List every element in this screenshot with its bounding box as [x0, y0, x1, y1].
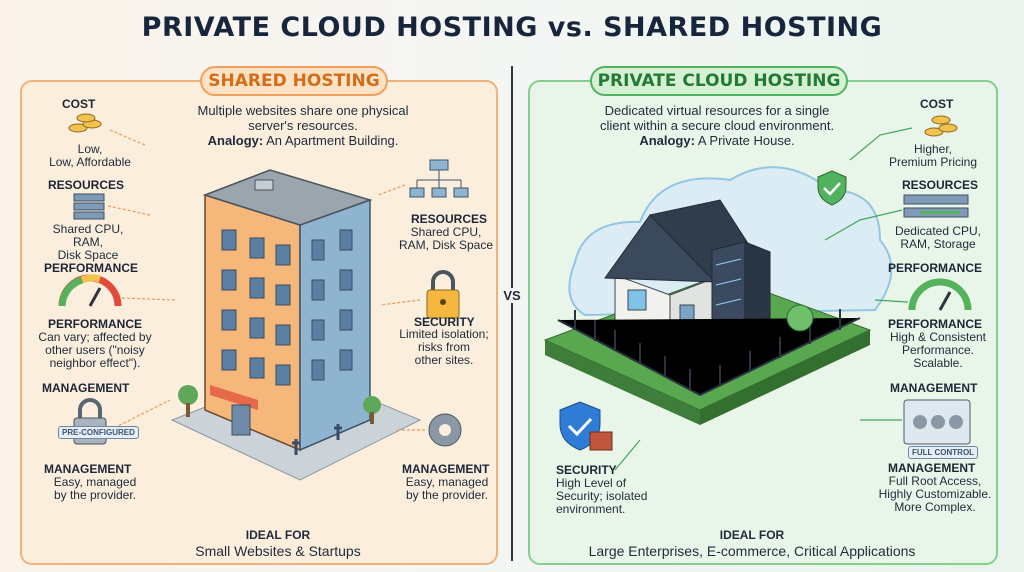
center-divider [511, 66, 513, 561]
gauge-icon [908, 278, 972, 311]
shared-management-right-label: MANAGEMENT [402, 462, 490, 476]
padlock-icon [426, 270, 460, 319]
private-intro-line1: Dedicated virtual resources for a single [604, 103, 830, 118]
shared-ideal-label: IDEAL FOR [245, 528, 311, 542]
shared-management-line2: by the provider. [53, 488, 137, 502]
shared-analogy-value: An Apartment Building. [266, 133, 399, 148]
private-performance-value: High & Consistent Performance. Scalable. [878, 331, 998, 370]
shared-cost-line1: Low, [77, 142, 103, 156]
private-management-value: Full Root Access, Highly Customizable. M… [872, 475, 998, 514]
shared-security-label: SECURITY [414, 315, 475, 329]
shared-resources-line1: Shared CPU, RAM, [52, 222, 124, 249]
private-resources-line1: Dedicated CPU, [894, 224, 982, 238]
shared-management-line1: Easy, managed [53, 475, 137, 489]
shared-cost-label: COST [62, 97, 96, 111]
private-resources-value: Dedicated CPU, RAM, Storage [888, 225, 988, 251]
private-management-label: MANAGEMENT [888, 461, 976, 475]
shared-security-line1: Limited isolation; [399, 327, 489, 341]
shared-security-line2: risks from [418, 340, 470, 354]
private-cost-line2: Premium Pricing [888, 155, 978, 169]
preconfigured-badge: PRE-CONFIGURED [58, 426, 139, 439]
server-rack-icon [903, 194, 969, 218]
shared-performance-label: PERFORMANCE [48, 317, 143, 331]
shared-resources-value: Shared CPU, RAM, Disk Space [38, 223, 138, 262]
coins-icon [924, 115, 958, 137]
shared-intro-line1: Multiple websites share one physical [197, 103, 409, 118]
private-security-label: SECURITY [556, 463, 617, 477]
shared-management-value: Easy, managed by the provider. [40, 476, 150, 502]
private-performance-label: PERFORMANCE [888, 317, 983, 331]
shared-performance-value: Can vary; affected by other users ("nois… [30, 331, 160, 370]
private-cost-value: Higher, Premium Pricing [878, 143, 988, 169]
coins-icon [68, 113, 102, 133]
full-control-badge: FULL CONTROL [908, 446, 979, 459]
shared-management-right-line1: Easy, managed [405, 475, 489, 489]
private-intro: Dedicated virtual resources for a single… [572, 103, 862, 148]
control-panel-icon [903, 399, 971, 445]
shared-resources-label: RESOURCES [48, 178, 125, 192]
shared-management-title: MANAGEMENT [42, 381, 130, 395]
private-resources-line2: RAM, Storage [900, 237, 976, 251]
private-security-value: High Level of Security; isolated environ… [556, 477, 676, 516]
private-house-illustration [543, 199, 872, 425]
private-management-title: MANAGEMENT [890, 381, 978, 395]
private-intro-line2: client within a secure cloud environment… [599, 118, 835, 133]
shared-resources-right-label: RESOURCES [411, 212, 488, 226]
private-cost-line1: Higher, [913, 142, 953, 156]
private-ideal-value: Large Enterprises, E-commerce, Critical … [588, 543, 916, 559]
shared-security-value: Limited isolation; risks from other site… [394, 328, 494, 367]
shared-cost-value: Low, Low, Affordable [40, 143, 140, 169]
shared-ideal-value: Small Websites & Startups [195, 543, 361, 559]
gear-icon [428, 413, 462, 447]
private-performance-title: PERFORMANCE [888, 261, 983, 275]
gauge-icon [58, 274, 122, 307]
shared-resources-right-line2: RAM, Disk Space [398, 238, 494, 252]
private-performance-line1: High & Consistent [889, 330, 987, 344]
shared-intro: Multiple websites share one physical ser… [178, 103, 428, 148]
shield-check-icon [817, 170, 847, 206]
private-analogy-label: Analogy: [639, 133, 695, 148]
shared-resources-right-line1: Shared CPU, [410, 225, 482, 239]
apartment-building-illustration [170, 169, 422, 481]
private-ideal-label: IDEAL FOR [719, 528, 785, 542]
shared-management-right-value: Easy, managed by the provider. [392, 476, 502, 502]
shared-performance-line1: Can vary; affected by [38, 330, 152, 344]
private-management-line1: Full Root Access, [888, 474, 982, 488]
private-cost-label: COST [920, 97, 954, 111]
shared-analogy-label: Analogy: [207, 133, 264, 148]
shared-security-line3: other sites. [414, 353, 474, 367]
private-security-line2: Security; isolated [556, 489, 648, 503]
vs-label: VS [500, 288, 524, 303]
shared-resources-right-value: Shared CPU, RAM, Disk Space [396, 226, 496, 252]
private-security-line1: High Level of [556, 476, 627, 490]
private-performance-line2: Performance. [901, 343, 975, 357]
shared-intro-line2: server's resources. [248, 118, 358, 133]
shared-performance-line2: other users ("noisy [45, 343, 145, 357]
shared-management-right-line2: by the provider. [405, 488, 489, 502]
shield-check-icon [559, 401, 613, 451]
private-resources-label: RESOURCES [902, 178, 979, 192]
server-stack-icon [73, 193, 105, 220]
network-icon [409, 159, 469, 198]
shared-performance-line3: neighbor effect"). [49, 356, 141, 370]
shared-resources-line2: Disk Space [57, 248, 119, 262]
page-title: PRIVATE CLOUD HOSTING vs. SHARED HOSTING [141, 12, 883, 43]
private-security-line3: environment. [556, 502, 626, 516]
private-management-line2: Highly Customizable. [878, 487, 992, 501]
private-management-line3: More Complex. [894, 500, 976, 514]
shared-hosting-heading: SHARED HOSTING [200, 66, 388, 96]
shared-performance-title: PERFORMANCE [44, 261, 139, 275]
private-performance-line3: Scalable. [913, 356, 963, 370]
shared-management-label: MANAGEMENT [44, 462, 132, 476]
shared-cost-line2: Low, Affordable [49, 155, 131, 169]
private-analogy-value: A Private House. [697, 133, 795, 148]
private-cloud-heading: PRIVATE CLOUD HOSTING [590, 66, 848, 96]
